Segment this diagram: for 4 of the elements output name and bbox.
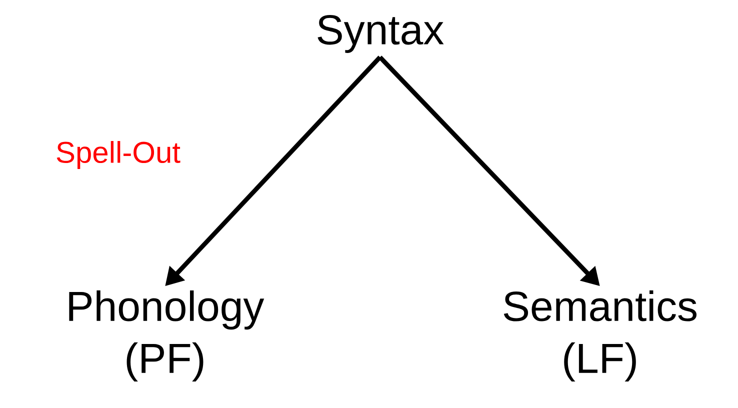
node-text: Syntax: [318, 14, 444, 54]
edge-label: Spell-Out: [56, 141, 180, 169]
node-text: Semantics (LF): [504, 290, 696, 382]
node-text: Phonology (PF): [69, 290, 264, 382]
